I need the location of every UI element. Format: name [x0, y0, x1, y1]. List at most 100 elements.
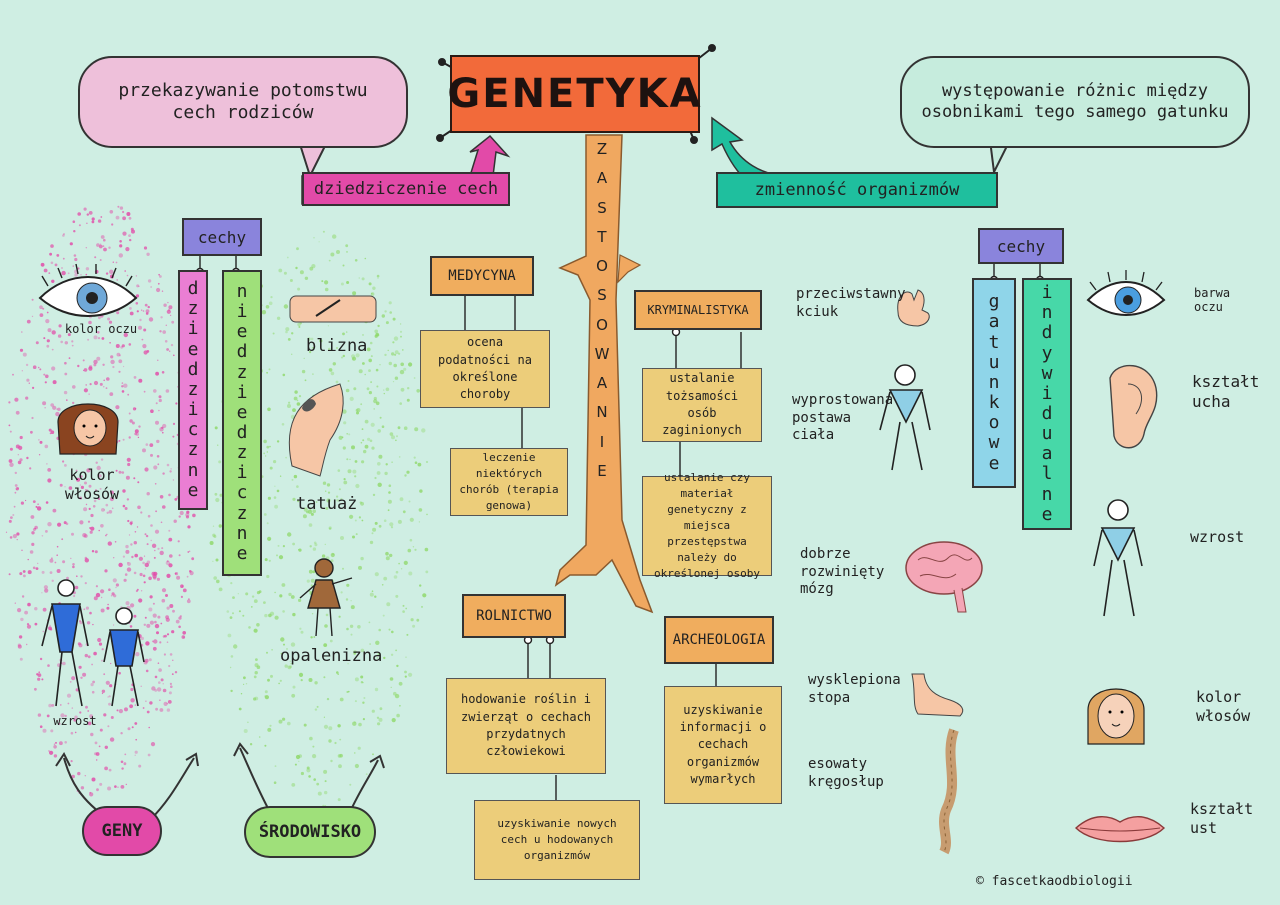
- medicine-note-2: leczenie niektórych chorób (terapia geno…: [450, 448, 568, 516]
- speckle: [63, 521, 67, 525]
- speckle: [91, 690, 95, 694]
- speckle: [294, 390, 298, 394]
- speckle: [125, 247, 130, 252]
- speckle: [416, 389, 421, 393]
- speckle: [17, 460, 22, 465]
- speckle: [389, 311, 393, 314]
- speckle: [63, 390, 68, 395]
- speckle: [152, 574, 157, 579]
- speckle: [46, 339, 50, 343]
- speckle: [21, 331, 23, 333]
- speckle: [303, 723, 307, 727]
- speckle: [52, 380, 57, 385]
- speckle: [267, 407, 271, 412]
- speckle: [358, 565, 362, 570]
- speckle: [393, 336, 399, 341]
- speckle: [134, 754, 136, 756]
- speckle: [55, 741, 57, 744]
- speckle: [402, 604, 405, 607]
- speckle: [140, 511, 143, 514]
- speckle: [375, 368, 379, 372]
- speckle: [373, 396, 377, 401]
- speckle: [389, 677, 394, 681]
- speckle: [300, 771, 304, 776]
- archaeology-note-1: uzyskiwanie informacji o cechach organiz…: [664, 686, 782, 804]
- speckle: [357, 625, 361, 629]
- speckle: [398, 352, 401, 355]
- speckle: [146, 710, 150, 714]
- individual-letter: a: [1041, 443, 1053, 465]
- speckle: [126, 274, 129, 277]
- speckle: [127, 519, 130, 523]
- speckle: [397, 519, 402, 524]
- speckle: [127, 727, 131, 731]
- speckle: [169, 604, 174, 608]
- speckle: [330, 759, 333, 763]
- speckle: [379, 364, 381, 366]
- speckle: [364, 419, 369, 424]
- speckle: [85, 267, 90, 271]
- speckle: [328, 259, 331, 262]
- individual-letter: i: [1041, 282, 1053, 304]
- speckle: [104, 569, 108, 573]
- speckle: [26, 643, 28, 646]
- speckle: [70, 731, 74, 735]
- speckle: [156, 439, 160, 444]
- speckle: [108, 702, 111, 706]
- speckle: [367, 437, 371, 441]
- speckle: [295, 266, 298, 270]
- speckle: [412, 546, 415, 548]
- speckle: [156, 631, 159, 635]
- speckle: [145, 700, 147, 702]
- speckle: [349, 458, 351, 461]
- speckle: [369, 341, 373, 345]
- speckle: [323, 769, 328, 774]
- speckle: [284, 664, 288, 668]
- speckle: [361, 277, 365, 281]
- speckle: [189, 550, 191, 552]
- speckle: [316, 705, 319, 708]
- speckle: [406, 470, 410, 474]
- speckle: [159, 275, 162, 278]
- speckle: [146, 623, 151, 628]
- speckle: [118, 709, 123, 714]
- speckle: [99, 728, 103, 732]
- speckle: [87, 655, 91, 659]
- speckle: [358, 516, 361, 519]
- speckle: [134, 553, 138, 558]
- trunk-branch-right: [617, 254, 642, 284]
- speckle: [385, 551, 389, 556]
- speckle: [36, 673, 39, 676]
- speckle: [166, 560, 169, 563]
- speckle: [157, 463, 160, 466]
- speckle: [253, 675, 257, 679]
- speckle: [42, 630, 45, 633]
- speckle: [128, 534, 131, 536]
- speckle: [346, 250, 348, 253]
- speckle: [25, 499, 27, 502]
- speckle: [362, 439, 365, 442]
- speckle: [123, 365, 125, 368]
- speckle: [153, 556, 156, 559]
- speckle: [352, 291, 357, 296]
- speckle: [16, 532, 20, 536]
- speckle: [370, 355, 373, 358]
- speckle: [43, 337, 46, 340]
- speckle: [95, 585, 98, 588]
- speckle: [408, 571, 413, 576]
- speckle: [107, 603, 109, 606]
- speckle: [375, 640, 380, 645]
- non-hereditary-letter: e: [236, 401, 248, 423]
- speckle: [107, 696, 109, 698]
- speckle: [258, 736, 261, 738]
- speckle: [51, 366, 56, 371]
- speckle: [273, 781, 277, 784]
- speckle: [403, 560, 408, 566]
- speckle: [314, 708, 318, 711]
- speckle: [54, 263, 58, 267]
- speckle: [129, 307, 132, 310]
- speckle: [250, 606, 253, 608]
- speckle: [122, 489, 126, 493]
- speckle: [93, 499, 97, 503]
- speckle: [48, 750, 50, 752]
